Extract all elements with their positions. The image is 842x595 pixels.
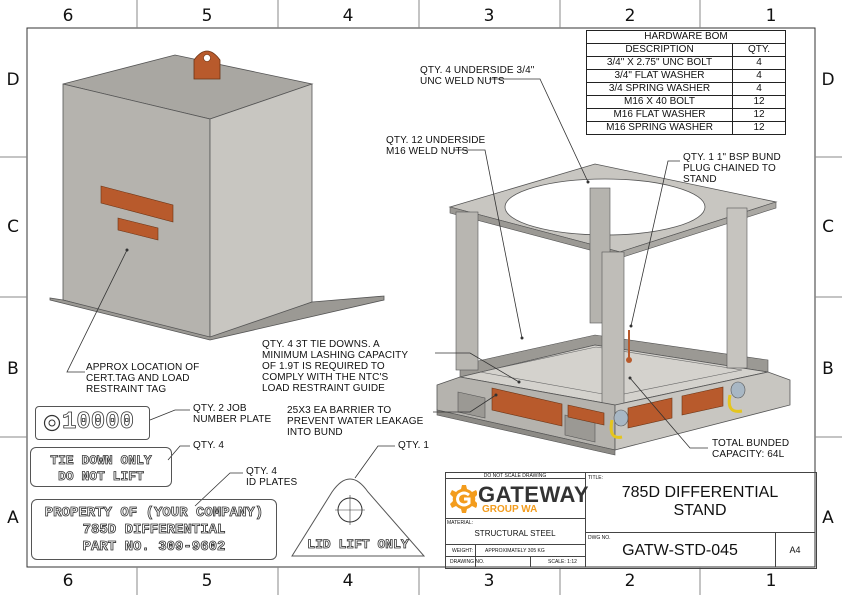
company-name: GATEWAY	[478, 482, 590, 507]
hardware-bom-table: HARDWARE BOM DESCRIPTION QTY. 3/4" X 2.7…	[586, 30, 786, 135]
sheet-size: A4	[789, 545, 801, 555]
zone-col-1: 1	[765, 6, 777, 26]
zone-col-5-bottom: 5	[201, 571, 213, 591]
job-tag-icon	[117, 217, 159, 241]
tie-down-tag-icon	[627, 397, 673, 429]
lid-lift-text: LID LIFT ONLY	[307, 537, 409, 553]
zone-col-3: 3	[483, 6, 495, 26]
zone-row-a-right: A	[822, 508, 834, 528]
job-number-text: 10000	[62, 409, 135, 437]
tie-down-line-1: TIE DOWN ONLY	[50, 453, 152, 469]
zone-row-c-right: C	[822, 217, 834, 237]
title-block	[445, 472, 817, 569]
zone-col-4-bottom: 4	[342, 571, 354, 591]
id-plate-line-3: PART NO. 309-9602	[82, 539, 226, 556]
dwg-number: GATW-STD-045	[622, 542, 738, 559]
zone-col-6: 6	[62, 6, 74, 26]
note-qty1-lid: QTY. 1	[398, 440, 429, 451]
tie-down-line-2: DO NOT LIFT	[58, 469, 145, 485]
zone-col-5: 5	[201, 6, 213, 26]
drawing-no-label: DRAWING NO.	[450, 559, 485, 565]
gateway-gear-icon	[43, 414, 61, 432]
zone-col-4: 4	[342, 6, 354, 26]
dwg-no-label: DWG NO.	[588, 535, 611, 541]
note-tie-downs: QTY. 4 3T TIE DOWNS. A MINIMUM LASHING C…	[262, 339, 409, 394]
gateway-logo-icon	[450, 485, 477, 513]
note-qty4-tie-down: QTY. 4	[193, 440, 224, 451]
zone-col-3-bottom: 3	[483, 571, 495, 591]
note-bunded-capacity: TOTAL BUNDED CAPACITY: 64L	[712, 438, 790, 460]
zone-row-d: D	[6, 70, 20, 90]
scale-value: SCALE: 1:12	[548, 559, 577, 565]
zone-col-6-bottom: 6	[62, 571, 74, 591]
zone-row-c: C	[7, 217, 19, 237]
bom-header-qty: QTY.	[732, 43, 786, 57]
material-label: MATERIAL:	[447, 520, 474, 526]
do-not-scale-label: DO NOT SCALE DRAWING	[483, 473, 547, 479]
material-value: STRUCTURAL STEEL	[474, 529, 556, 538]
note-barrier: 25X3 EA BARRIER TO PREVENT WATER LEAKAGE…	[287, 405, 424, 438]
drawing-title: 785D DIFFERENTIAL STAND	[621, 484, 779, 519]
note-id-plates: QTY. 4 ID PLATES	[246, 466, 298, 488]
lifting-lug-icon	[193, 50, 221, 80]
company-sub: GROUP WA	[482, 504, 538, 515]
title-label: TITLE:	[588, 475, 604, 481]
zone-col-1-bottom: 1	[765, 571, 777, 591]
note-unc-weld-nuts: QTY. 4 UNDERSIDE 3/4" UNC WELD NUTS	[420, 65, 535, 87]
zone-col-2: 2	[624, 6, 636, 26]
note-bund-plug: QTY. 1 1" BSP BUND PLUG CHAINED TO STAND	[683, 152, 781, 185]
cert-tag-icon	[100, 185, 174, 223]
zone-row-a: A	[7, 508, 19, 528]
zone-row-b-right: B	[822, 359, 834, 379]
id-plate: PROPERTY OF (YOUR COMPANY) 785D DIFFEREN…	[31, 499, 277, 560]
tie-down-shackle-icon	[609, 381, 746, 439]
weight-label: WEIGHT:	[452, 548, 473, 554]
tie-down-plate: TIE DOWN ONLY DO NOT LIFT	[30, 447, 172, 487]
weight-value: APPROXIMATELY 305 KG	[485, 548, 545, 554]
note-job-plate: QTY. 2 JOB NUMBER PLATE	[193, 403, 272, 425]
id-plate-line-2: 785D DIFFERENTIAL	[82, 522, 226, 539]
stand-id-tag-icon	[491, 387, 563, 427]
zone-row-b: B	[7, 359, 19, 379]
note-m16-weld-nuts: QTY. 12 UNDERSIDE M16 WELD NUTS	[386, 135, 486, 157]
zone-col-2-bottom: 2	[624, 571, 636, 591]
id-plate-line-1: PROPERTY OF (YOUR COMPANY)	[44, 505, 264, 522]
zone-row-d-right: D	[821, 70, 835, 90]
note-cert-tag: APPROX LOCATION OF CERT.TAG AND LOAD RES…	[86, 362, 200, 395]
job-number-plate: 10000	[35, 406, 150, 440]
lid-lift-plate-icon	[291, 478, 426, 557]
tie-down-tag-2-icon	[681, 386, 724, 416]
stand-job-tag-icon	[567, 404, 605, 426]
